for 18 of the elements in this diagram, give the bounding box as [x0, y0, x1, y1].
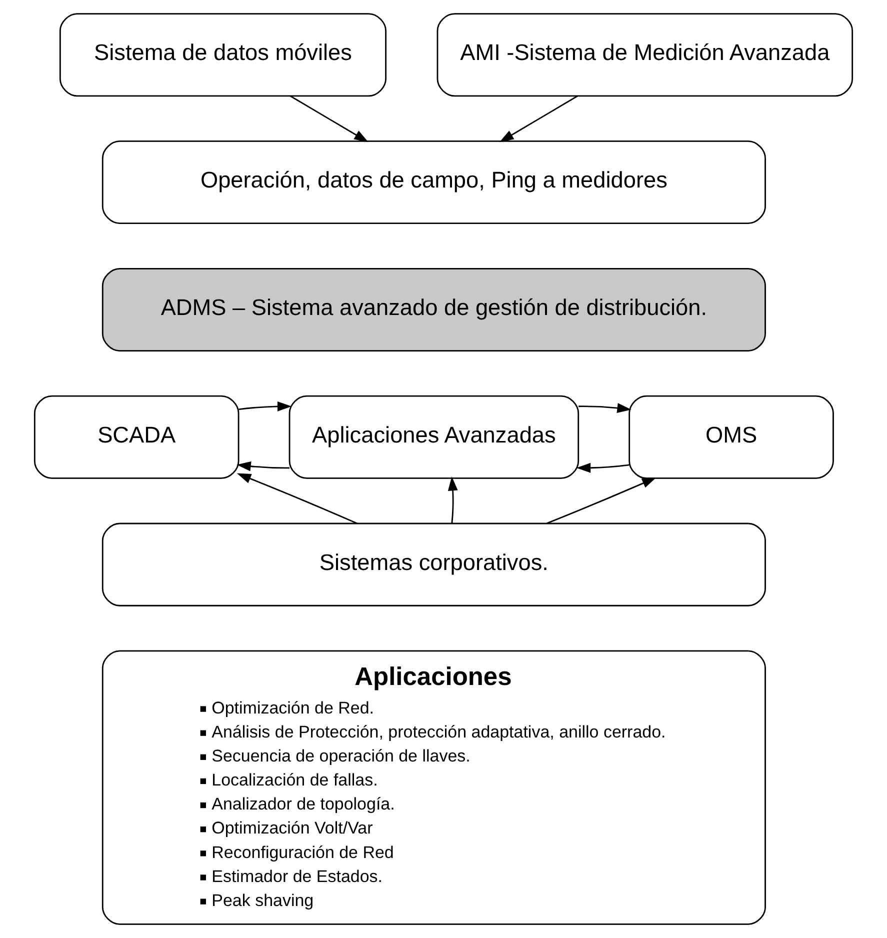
node-box: Aplicaciones Optimización de Red. Análisis de Protección, protección adaptativa, anillo cerrado. Secuencia de operación de llaves. Localización de fallas. Analizador de topología. Optimización Volt/Var Reconfiguración de Red Estimador de Estados. Peak shaving — [102, 650, 766, 925]
node-box: Operación, datos de campo, Ping a medidores — [102, 140, 766, 224]
node-box: Sistemas corporativos. — [102, 522, 766, 606]
node-box: ADMS – Sistema avanzado de gestión de distribución. — [102, 268, 766, 352]
arrow — [238, 401, 292, 412]
node-box: AMI -Sistema de Medición Avanzada — [436, 13, 854, 97]
arrow — [546, 477, 656, 524]
arrow — [578, 403, 632, 413]
node-box: Sistema de datos móviles — [59, 13, 387, 97]
arrow — [236, 461, 290, 472]
arrow — [290, 95, 368, 142]
arrow — [448, 476, 458, 524]
arrow — [236, 473, 358, 524]
node-box: OMS — [628, 395, 834, 479]
node-box: Aplicaciones Avanzadas — [288, 395, 580, 479]
arrow — [576, 462, 630, 473]
node-box: SCADA — [34, 395, 240, 479]
arrow — [500, 95, 578, 142]
